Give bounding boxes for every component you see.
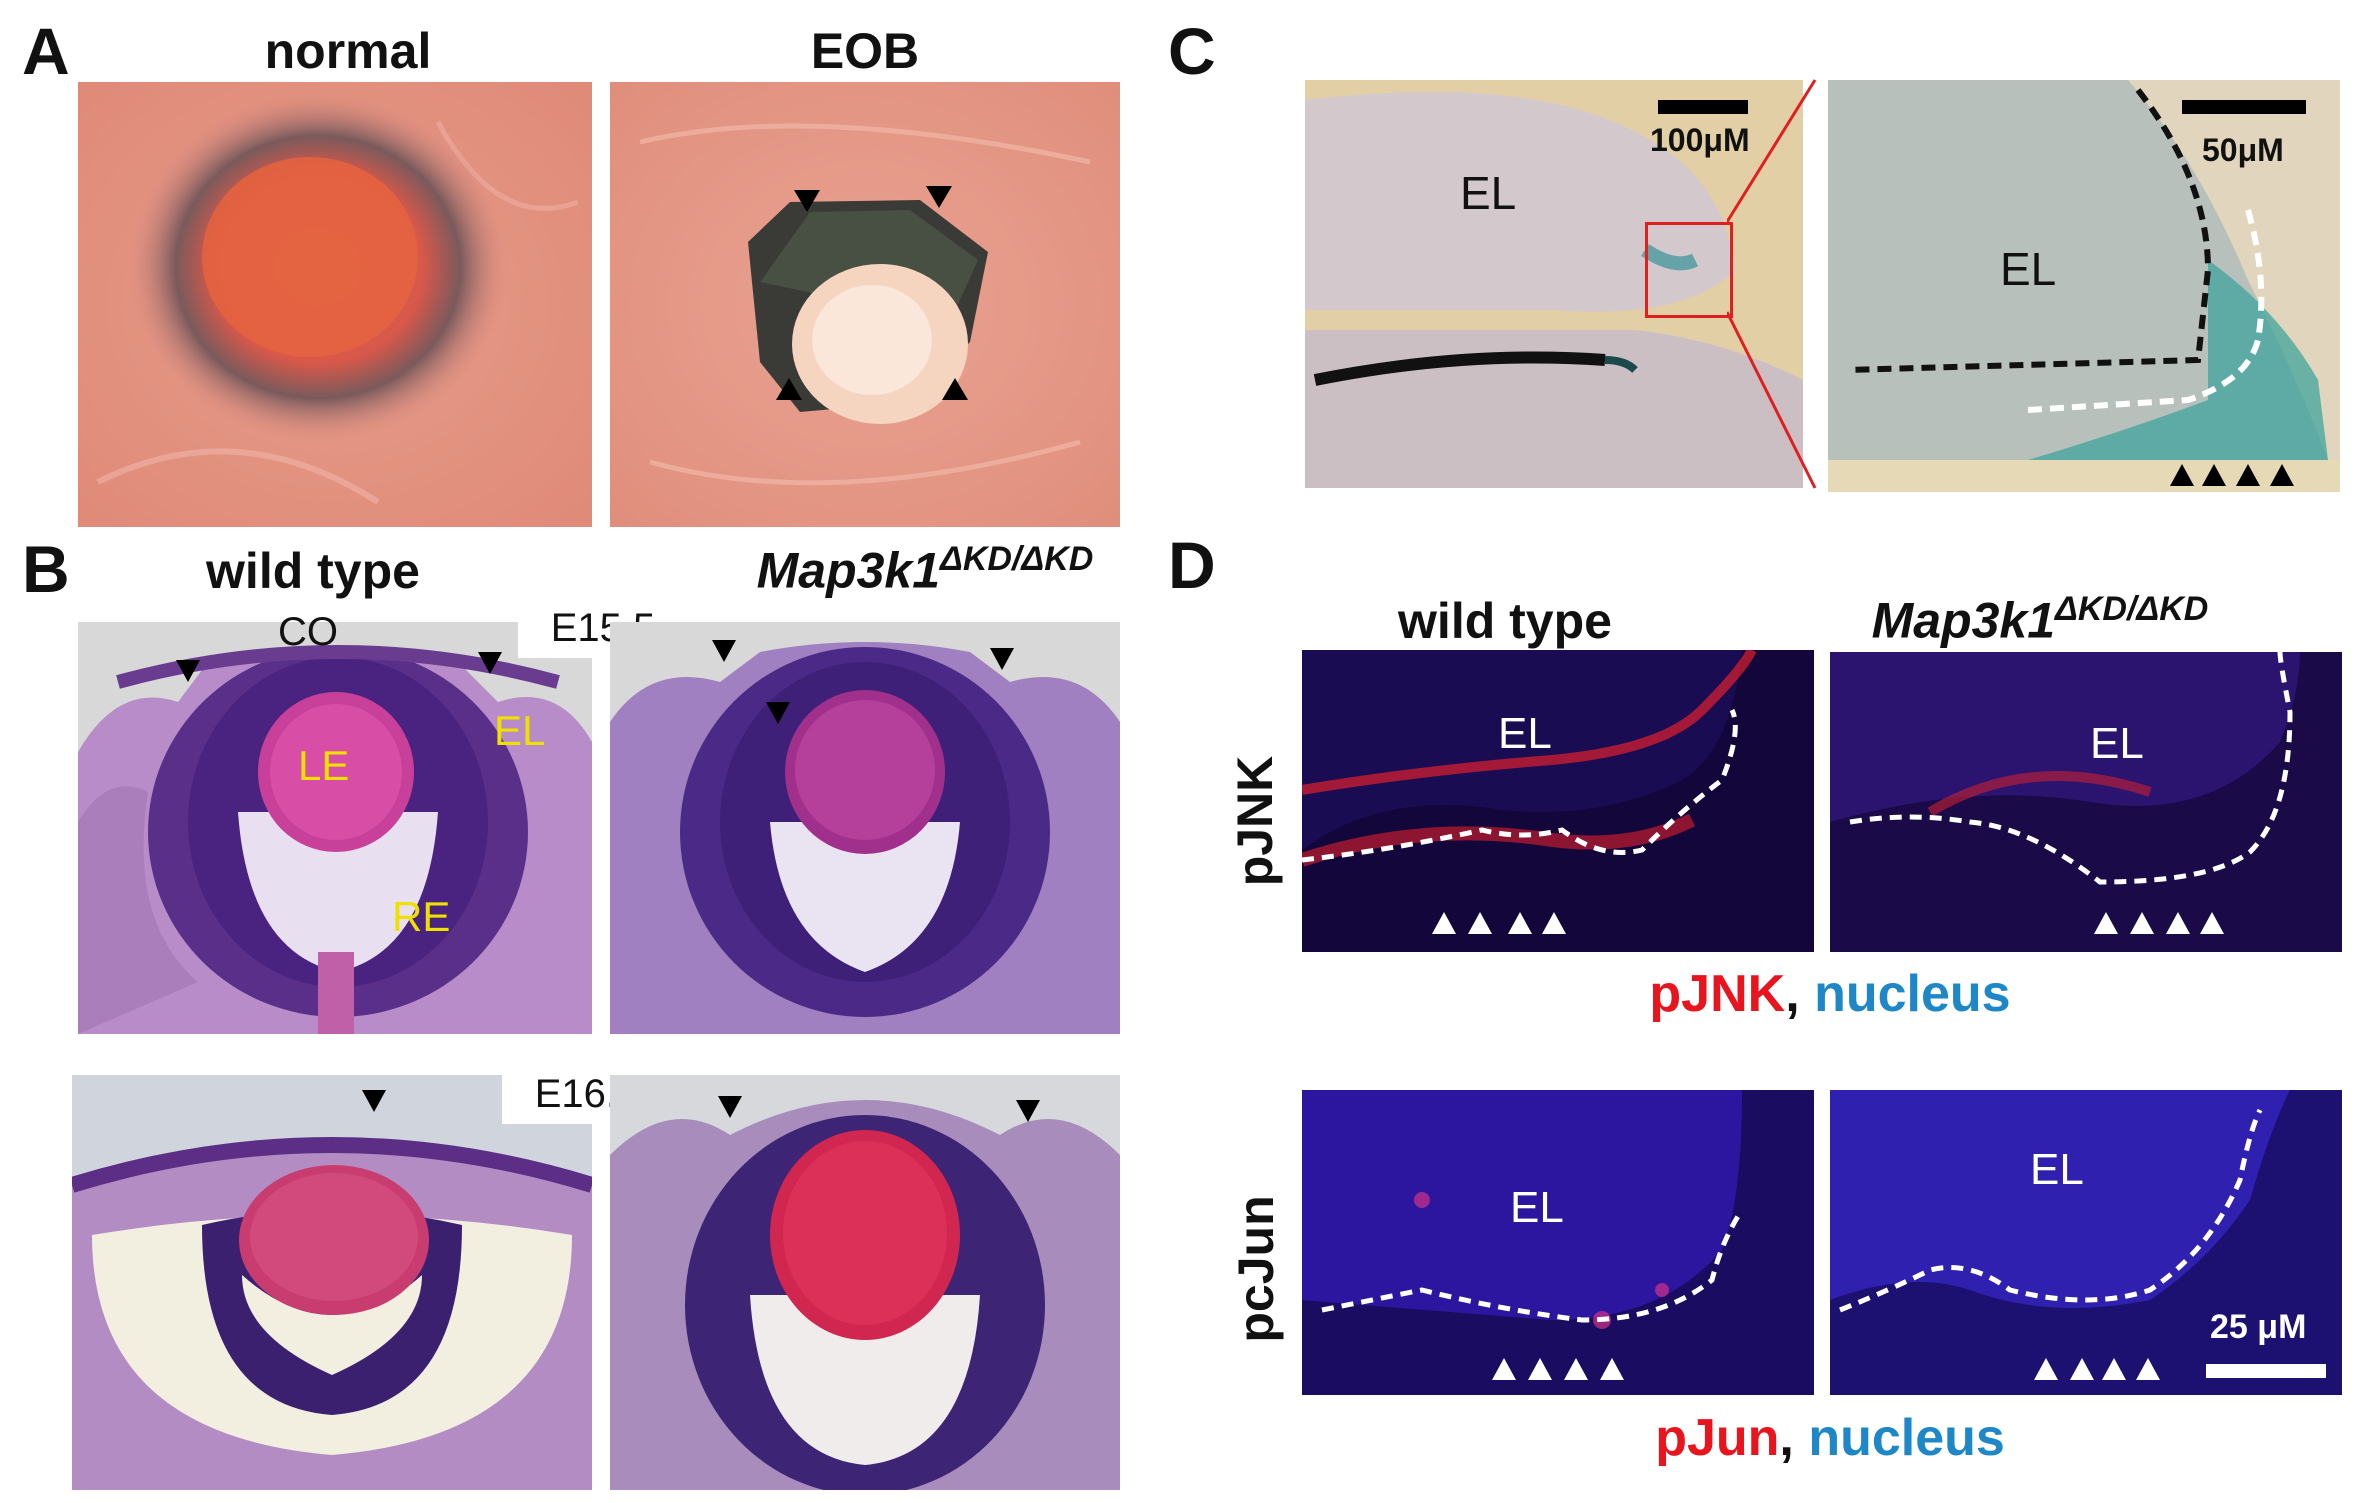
label-el-c2: EL bbox=[2000, 243, 2057, 295]
legend-pjnk-nucleus: pJNK, nucleus bbox=[1649, 965, 2011, 1023]
fluor-pjnk-wild-type bbox=[1302, 650, 1814, 952]
label-el-d4: EL bbox=[2030, 1145, 2084, 1194]
arrowhead-icon bbox=[362, 1090, 386, 1112]
panel-letter-c: C bbox=[1168, 14, 1216, 88]
arrowhead-icon bbox=[2070, 1358, 2094, 1380]
arrowhead-icon bbox=[776, 378, 802, 400]
row-label-pcjun: pcJun bbox=[1228, 1195, 1284, 1343]
arrowhead-icon bbox=[794, 190, 820, 212]
panel-letter-b: B bbox=[22, 532, 70, 606]
panel-letter-d: D bbox=[1168, 528, 1216, 602]
fluor-pcjun-wild-type bbox=[1302, 1090, 1814, 1395]
label-el-d1: EL bbox=[1498, 709, 1552, 758]
arrowhead-icon bbox=[1528, 1358, 1552, 1380]
panel-letter-a: A bbox=[22, 14, 70, 88]
he-section-e16-wild-type bbox=[72, 1075, 592, 1490]
arrowhead-icon bbox=[2202, 464, 2226, 486]
arrowhead-icon bbox=[1492, 1358, 1516, 1380]
arrowhead-icon bbox=[1432, 912, 1456, 934]
eob-eye-photo bbox=[610, 82, 1120, 527]
scale-label-50: 50μM bbox=[2202, 132, 2284, 168]
panel-a-title-eob: EOB bbox=[810, 23, 920, 79]
scale-label-25: 25 μM bbox=[2210, 1308, 2307, 1346]
label-el-c1: EL bbox=[1460, 167, 1517, 219]
arrowhead-icon bbox=[1600, 1358, 1624, 1380]
scale-bar-25 bbox=[2206, 1364, 2326, 1378]
arrowhead-icon bbox=[1016, 1100, 1040, 1122]
fluor-pcjun-mutant bbox=[1830, 1090, 2342, 1395]
he-section-e16-mutant bbox=[610, 1075, 1120, 1490]
arrowhead-icon bbox=[1508, 912, 1532, 934]
panel-b-title-wild-type: wild type bbox=[206, 543, 420, 599]
arrowhead-icon bbox=[2102, 1358, 2126, 1380]
he-section-e15-wild-type bbox=[78, 622, 592, 1034]
arrowhead-icon bbox=[766, 702, 790, 724]
xgal-section-low-mag bbox=[1305, 80, 1803, 488]
panel-d-title-wild-type: wild type bbox=[1398, 593, 1612, 649]
xgal-section-high-mag bbox=[1828, 80, 2340, 492]
arrowhead-icon bbox=[2094, 912, 2118, 934]
panel-d-title-mutant: Map3k1ΔKD/ΔKD bbox=[1871, 590, 2209, 649]
panel-a-title-normal: normal bbox=[264, 23, 432, 79]
label-el-d2: EL bbox=[2090, 719, 2144, 768]
arrowhead-icon bbox=[2034, 1358, 2058, 1380]
arrowhead-icon bbox=[2170, 464, 2194, 486]
arrowhead-icon bbox=[2236, 464, 2260, 486]
label-el: EL bbox=[494, 707, 546, 754]
zoom-connector-lines bbox=[1727, 79, 1817, 489]
arrowhead-icon bbox=[718, 1096, 742, 1118]
scale-label-100: 100μM bbox=[1650, 122, 1750, 158]
arrowhead-icon bbox=[712, 640, 736, 662]
arrowhead-icon bbox=[478, 652, 502, 674]
arrowhead-icon bbox=[2270, 464, 2294, 486]
arrowhead-icon bbox=[926, 186, 952, 208]
normal-eye-photo bbox=[78, 82, 592, 527]
row-label-pjnk: pJNK bbox=[1227, 755, 1283, 887]
arrowhead-icon bbox=[942, 378, 968, 400]
arrowhead-icon bbox=[990, 648, 1014, 670]
arrowhead-icon bbox=[2130, 912, 2154, 934]
arrowhead-icon bbox=[2166, 912, 2190, 934]
label-co: CO bbox=[278, 610, 338, 654]
arrowhead-icon bbox=[2200, 912, 2224, 934]
scale-bar-50 bbox=[2182, 100, 2306, 114]
label-le: LE bbox=[298, 742, 350, 789]
label-el-d3: EL bbox=[1510, 1183, 1564, 1232]
scale-bar-100 bbox=[1658, 100, 1748, 114]
arrowhead-icon bbox=[1468, 912, 1492, 934]
arrowhead-icon bbox=[176, 660, 200, 682]
arrowhead-icon bbox=[2136, 1358, 2160, 1380]
fluor-pjnk-mutant bbox=[1830, 652, 2342, 952]
legend-pjun-nucleus: pJun, nucleus bbox=[1655, 1409, 2005, 1467]
arrowhead-icon bbox=[1564, 1358, 1588, 1380]
arrowhead-icon bbox=[1542, 912, 1566, 934]
panel-b-title-mutant: Map3k1ΔKD/ΔKD bbox=[756, 540, 1094, 599]
zoom-box bbox=[1645, 222, 1733, 318]
label-re: RE bbox=[392, 893, 451, 940]
he-section-e15-mutant bbox=[610, 622, 1120, 1034]
